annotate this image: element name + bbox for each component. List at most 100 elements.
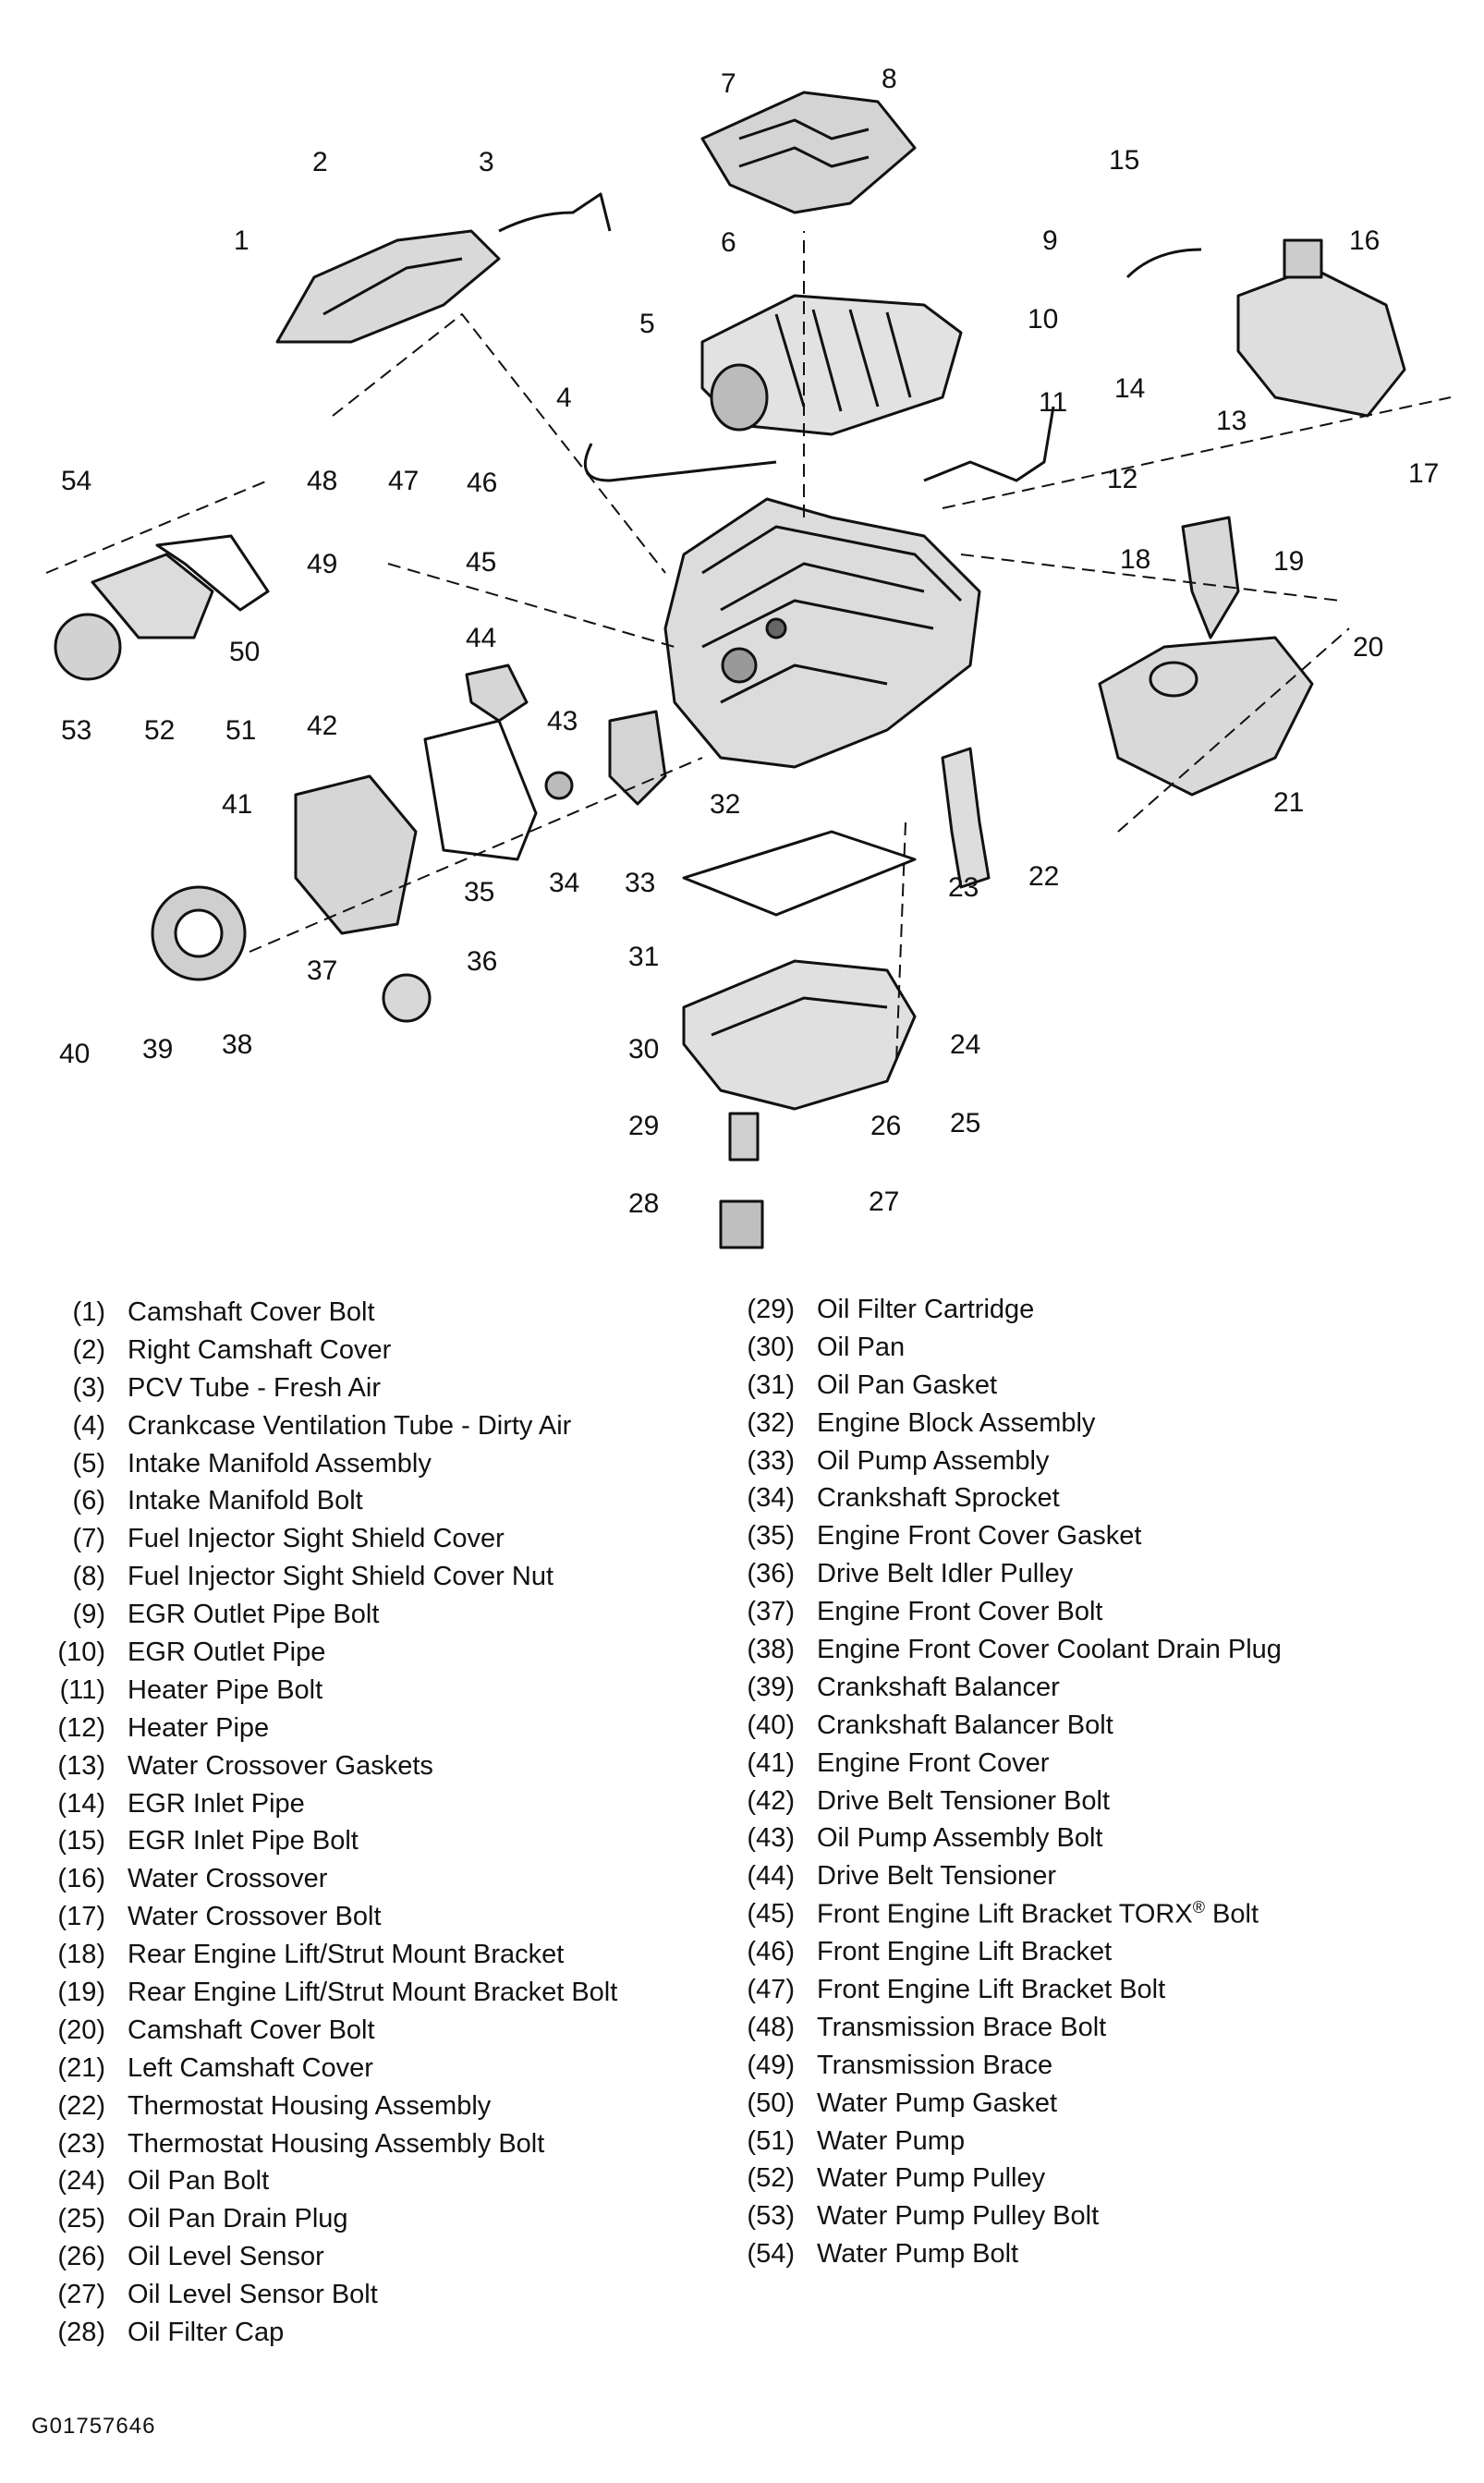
legend-number: (7) (72, 1524, 105, 1554)
legend-number: (21) (57, 2052, 105, 2083)
legend-label: EGR Outlet Pipe (128, 1637, 326, 1667)
legend-number: (14) (57, 1788, 105, 1819)
legend-label: Thermostat Housing Assembly Bolt (128, 2128, 545, 2159)
legend-item: (53)Water Pump Pulley Bolt (721, 2197, 1460, 2235)
callout-18: 18 (1120, 544, 1150, 575)
legend-label: Heater Pipe Bolt (128, 1674, 323, 1705)
crankcase-ventilation-tube (583, 443, 777, 482)
left-camshaft-cover (1098, 636, 1314, 797)
legend-item: (47)Front Engine Lift Bracket Bolt (721, 1971, 1460, 2009)
callout-52: 52 (144, 715, 175, 746)
legend-label: Intake Manifold Bolt (128, 1486, 363, 1516)
oil-filter-cap (719, 1199, 764, 1249)
legend-label: Intake Manifold Assembly (128, 1448, 432, 1479)
callout-1: 1 (234, 225, 249, 256)
legend-item: (20)Camshaft Cover Bolt (31, 2012, 697, 2050)
callout-47: 47 (388, 466, 419, 496)
callout-17: 17 (1408, 458, 1439, 489)
callout-51: 51 (225, 715, 256, 746)
legend-item: (34)Crankshaft Sprocket (721, 1479, 1460, 1517)
heater-pipe (923, 406, 1055, 482)
legend-label: Left Camshaft Cover (128, 2052, 373, 2083)
legend-number: (40) (747, 1710, 795, 1740)
callout-26: 26 (870, 1111, 901, 1141)
legend-number: (48) (747, 2012, 795, 2042)
legend-number: (39) (747, 1672, 795, 1702)
callout-19: 19 (1273, 546, 1304, 577)
legend-label: Oil Level Sensor Bolt (128, 2280, 378, 2310)
legend-label: Drive Belt Idler Pulley (817, 1559, 1074, 1589)
legend-number: (45) (747, 1899, 795, 1929)
legend-number: (23) (57, 2128, 105, 2159)
legend-number: (44) (747, 1861, 795, 1892)
legend-number: (11) (59, 1674, 105, 1705)
callout-8: 8 (882, 64, 897, 94)
legend-number: (29) (747, 1294, 795, 1324)
legend-item: (32) Engine Block Assembly (721, 1405, 1460, 1442)
callout-6: 6 (721, 227, 736, 258)
callout-21: 21 (1273, 787, 1304, 818)
drive-belt-idler-pulley (382, 973, 432, 1023)
legend-label: Engine Block Assembly (817, 1407, 1096, 1438)
legend-item: (37)Engine Front Cover Bolt (721, 1593, 1460, 1631)
legend-number: (38) (747, 1634, 795, 1664)
legend-label-text: Front Engine Lift Bracket TORX (817, 1900, 1193, 1930)
legend-label: Front Engine Lift Bracket (817, 1937, 1113, 1967)
callout-4: 4 (556, 383, 572, 413)
legend-label: Engine Front Cover Coolant Drain Plug (817, 1634, 1282, 1664)
legend-column-left: (1)Camshaft Cover Bolt (2)Right Camshaft… (31, 1294, 697, 2352)
legend-label: Transmission Brace (817, 2050, 1053, 2080)
legend-item: (38) Engine Front Cover Coolant Drain Plu… (721, 1631, 1460, 1669)
legend-item: (27)Oil Level Sensor Bolt (31, 2276, 697, 2314)
callout-3: 3 (479, 147, 494, 177)
legend-label: Transmission Brace Bolt (817, 2012, 1107, 2042)
callout-53: 53 (61, 715, 91, 746)
oil-pan-gasket (682, 830, 917, 917)
legend-item: (35)Engine Front Cover Gasket (721, 1517, 1460, 1555)
legend-item: (50)Water Pump Gasket (721, 2085, 1460, 2123)
legend-label: Oil Pan Gasket (817, 1369, 998, 1400)
callout-11: 11 (1039, 387, 1067, 418)
legend-label: Oil Pan Drain Plug (128, 2204, 348, 2234)
legend-label: Drive Belt Tensioner (817, 1861, 1056, 1892)
water-pump-gasket (155, 534, 270, 612)
legend-item: (29)Oil Filter Cartridge (721, 1291, 1460, 1329)
legend-number: (18) (57, 1940, 105, 1970)
legend-item: (18)Rear Engine Lift/Strut Mount Bracket (31, 1936, 697, 1974)
legend-label: Water Pump Bolt (817, 2239, 1019, 2270)
legend-item: (23) Thermostat Housing Assembly Bolt (31, 2125, 697, 2163)
legend-item: (51)Water Pump (721, 2123, 1460, 2160)
callout-41: 41 (222, 789, 252, 820)
callout-2: 2 (312, 147, 328, 177)
callout-49: 49 (307, 549, 337, 579)
crankshaft-balancer (151, 885, 247, 981)
oil-pump-assembly (608, 710, 667, 806)
legend-label-tail: Bolt (1205, 1900, 1259, 1930)
callout-27: 27 (869, 1187, 899, 1217)
legend-item: (4)Crankcase Ventilation Tube - Dirty Ai… (31, 1407, 697, 1445)
legend-label: Right Camshaft Cover (128, 1334, 392, 1365)
callout-24: 24 (950, 1029, 980, 1060)
legend-number: (32) (747, 1407, 795, 1438)
legend-label: Water Pump Gasket (817, 2087, 1058, 2118)
callout-46: 46 (467, 468, 497, 498)
legend-label: Camshaft Cover Bolt (128, 1296, 375, 1327)
legend-item: (12)Heater Pipe (31, 1710, 697, 1747)
legend-label: Oil Pump Assembly Bolt (817, 1823, 1103, 1854)
callout-37: 37 (307, 955, 337, 986)
registered-mark: ® (1192, 1898, 1205, 1917)
callout-45: 45 (466, 547, 496, 578)
legend-label: Oil Filter Cap (128, 2317, 285, 2347)
callout-25: 25 (950, 1108, 980, 1138)
legend-number: (19) (57, 1977, 105, 2007)
callout-13: 13 (1216, 406, 1247, 436)
legend-item: (48) Transmission Brace Bolt (721, 2009, 1460, 2047)
legend-item: (52)Water Pump Pulley (721, 2160, 1460, 2197)
legend-number: (6) (72, 1486, 105, 1516)
thermostat-housing-assembly (941, 747, 991, 889)
callout-36: 36 (467, 946, 497, 977)
legend-number: (9) (72, 1600, 105, 1630)
legend-item: (14)EGR Inlet Pipe (31, 1785, 697, 1823)
callout-43: 43 (547, 706, 578, 736)
intake-manifold-assembly (700, 294, 963, 436)
